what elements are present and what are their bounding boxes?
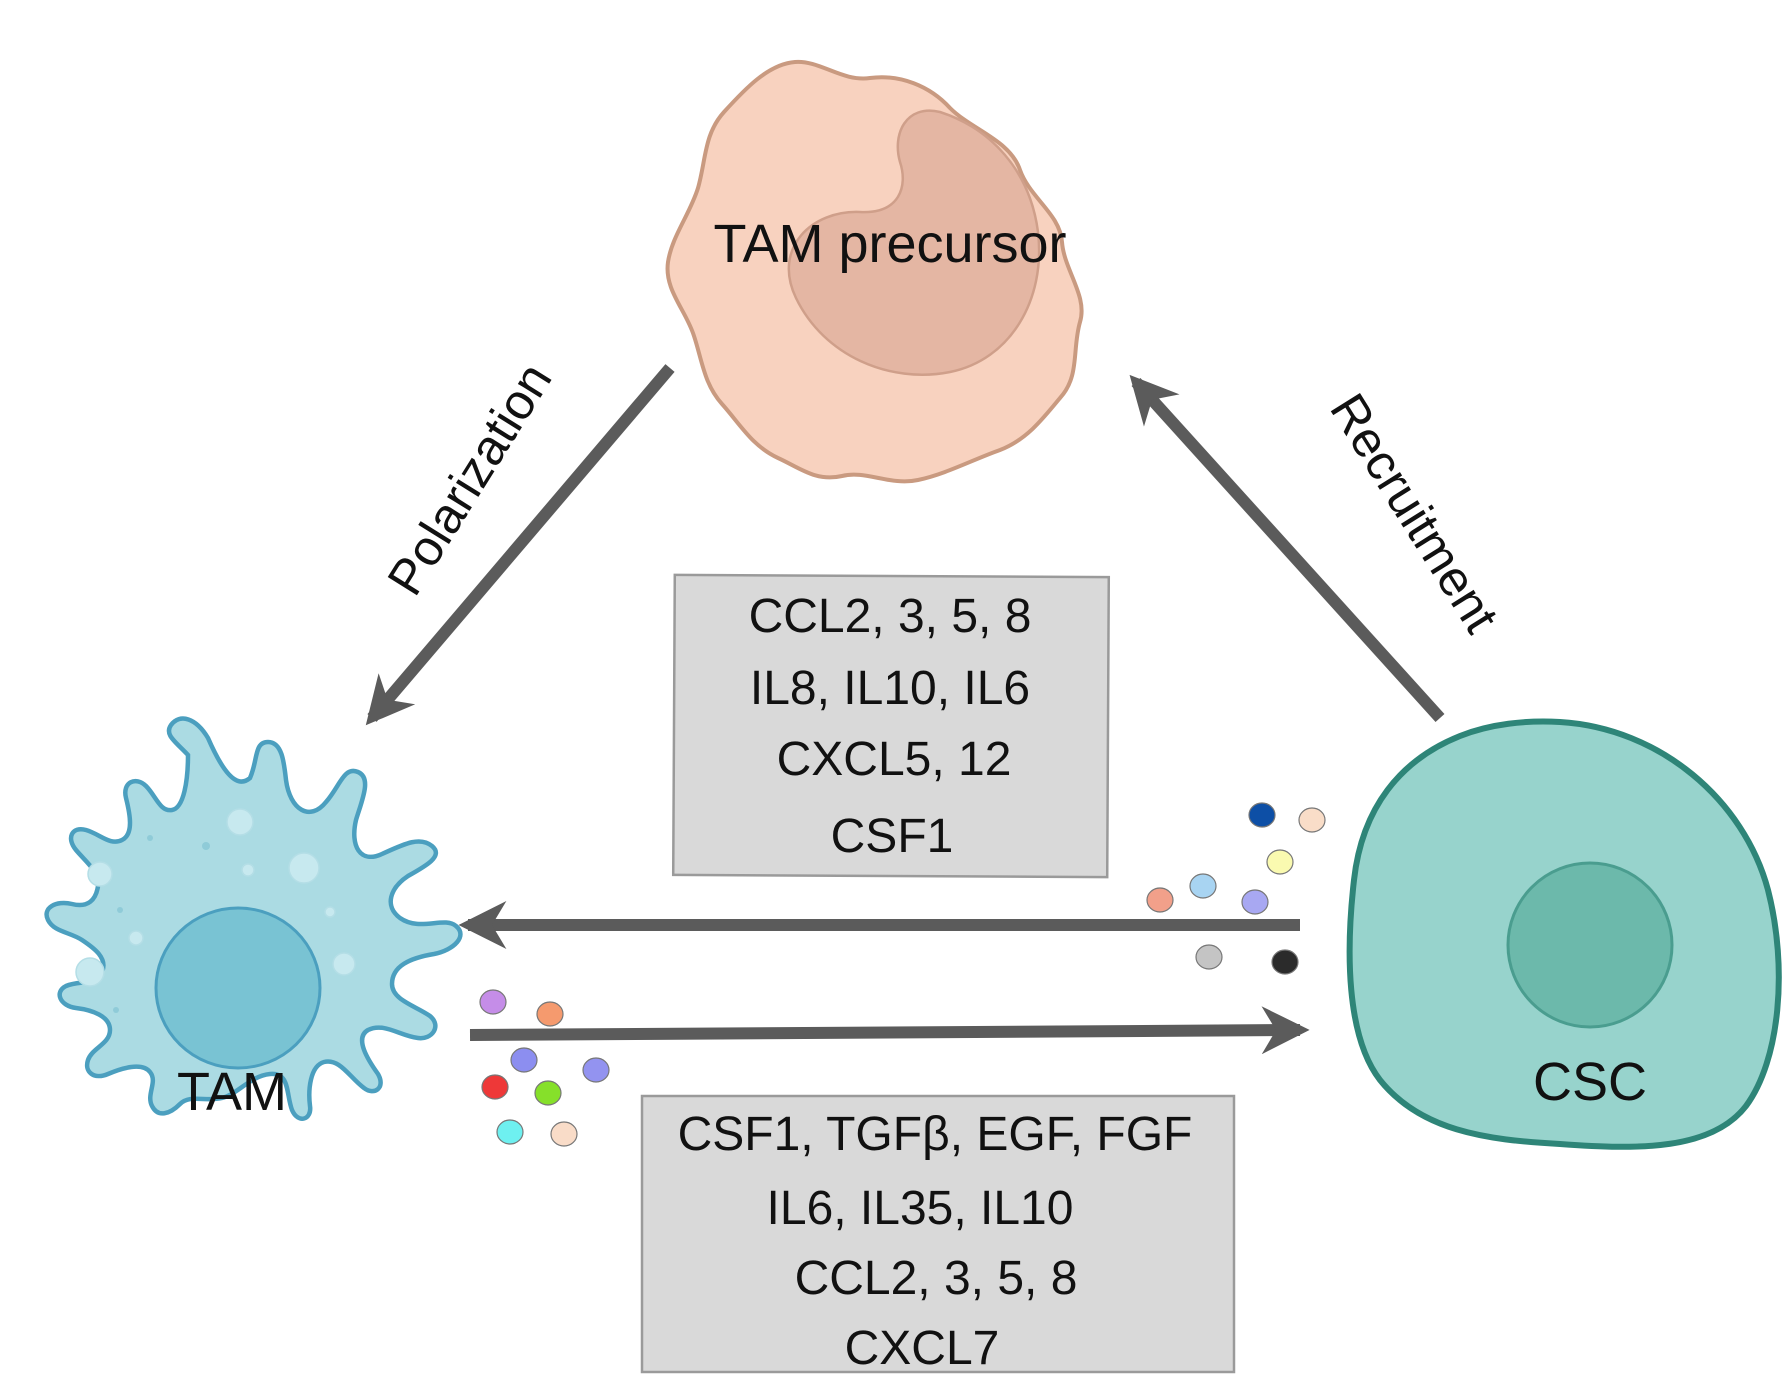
- tam-precursor-cell: TAM precursor: [665, 59, 1084, 484]
- secreted-factor-dot: [510, 1047, 538, 1073]
- polarization-label: Polarization: [377, 353, 563, 604]
- tam-nucleus: [154, 906, 322, 1070]
- secreted-factor-dot: [1146, 887, 1174, 913]
- secreted-factor-dot: [1266, 849, 1294, 875]
- secreted-factor-dot: [534, 1080, 562, 1106]
- csc-to-tam-factor-box: CCL2, 3, 5, 8 IL8, IL10, IL6 CXCL5, 12 C…: [671, 573, 1111, 879]
- csc-secreted-factors: [1146, 802, 1326, 975]
- csc-to-tam-factor-line: CCL2, 3, 5, 8: [749, 590, 1032, 643]
- secreted-factor-dot: [1189, 873, 1217, 899]
- tam-to-csc-factor-line: CSF1, TGFβ, EGF, FGF: [678, 1108, 1193, 1161]
- secreted-factor-dot: [582, 1057, 610, 1083]
- csc-nucleus: [1506, 861, 1674, 1029]
- tam-precursor-nucleus: [787, 109, 1041, 376]
- secreted-factor-dot: [1248, 802, 1276, 828]
- secreted-factor-dot: [479, 989, 507, 1015]
- tam-secreted-factors: [479, 989, 610, 1147]
- tam-precursor-label: TAM precursor: [713, 214, 1066, 274]
- tam-vesicles: [75, 808, 356, 987]
- tam-to-csc-arrow: [469, 1006, 1310, 1055]
- tam-label: TAM: [177, 1062, 287, 1122]
- tam-to-csc-factor-box: CSF1, TGFβ, EGF, FGF IL6, IL35, IL10 CCL…: [640, 1094, 1236, 1375]
- tam-to-csc-factor-line: IL6, IL35, IL10: [767, 1182, 1074, 1235]
- secreted-factor-dot: [1298, 807, 1326, 833]
- secreted-factor-dot: [1195, 944, 1223, 970]
- secreted-factor-dot: [1271, 949, 1299, 975]
- csc-label: CSC: [1533, 1052, 1647, 1112]
- tam-to-csc-factor-line: CCL2, 3, 5, 8: [795, 1252, 1078, 1305]
- csc-cell: CSC: [1346, 718, 1782, 1150]
- secreted-factor-dot: [481, 1074, 509, 1100]
- tam-cell: TAM: [44, 716, 463, 1122]
- csc-to-tam-factor-line: IL8, IL10, IL6: [750, 662, 1030, 715]
- csc-to-tam-factor-line: CXCL5, 12: [777, 733, 1012, 786]
- polarization-arrow: [365, 364, 675, 726]
- csc-to-tam-factor-line: CSF1: [831, 810, 954, 863]
- secreted-factor-dot: [550, 1121, 578, 1147]
- arrows: [365, 364, 1445, 1055]
- recruitment-label: Recruitment: [1319, 384, 1509, 642]
- secreted-factor-dot: [1241, 889, 1269, 915]
- secreted-factor-dot: [536, 1001, 564, 1027]
- tam-to-csc-factor-line: CXCL7: [845, 1322, 1000, 1375]
- secreted-factor-dot: [496, 1119, 524, 1145]
- recruitment-arrow: [1129, 374, 1445, 723]
